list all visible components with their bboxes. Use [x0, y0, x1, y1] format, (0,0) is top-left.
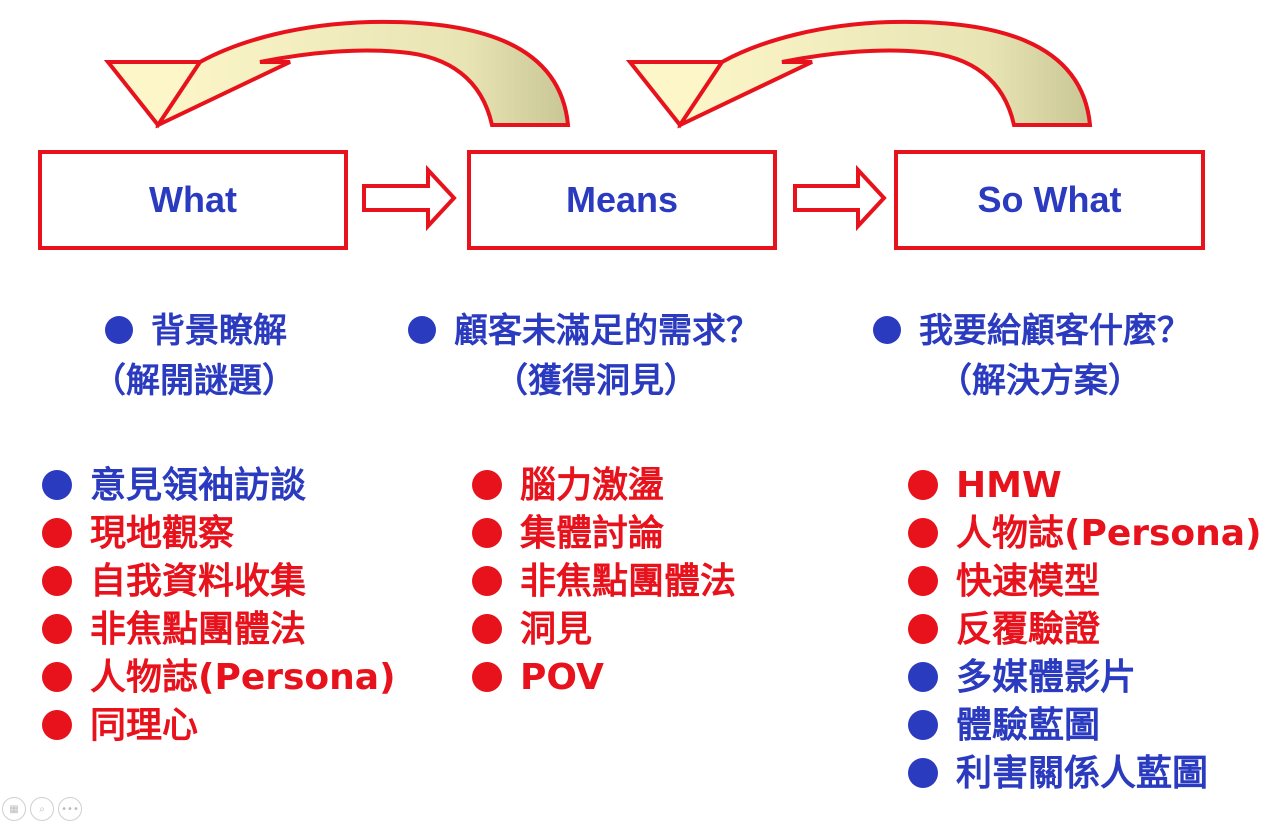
bullet-dot [472, 614, 502, 644]
layout-icon[interactable]: ▦ [2, 797, 26, 821]
block-arrow-2 [793, 164, 887, 232]
bullet-dot [908, 614, 938, 644]
list-item-text: 腦力激盪 [520, 465, 665, 506]
bullet-dot [472, 470, 502, 500]
bullet-dot [908, 566, 938, 596]
list-what: 意見領袖訪談 現地觀察 自我資料收集 非焦點團體法 人物誌(Persona) 同… [42, 462, 396, 750]
heading-means-title: 顧客未滿足的需求？ [454, 311, 760, 351]
bullet-dot [42, 518, 72, 548]
bullet-dot [908, 518, 938, 548]
box-means: Means [467, 150, 777, 250]
list-item-text: 非焦點團體法 [90, 609, 307, 650]
heading-means: 顧客未滿足的需求？ [408, 306, 760, 356]
bullet-dot [908, 710, 938, 740]
list-item-text: 反覆驗證 [956, 609, 1101, 650]
list-item-text: 自我資料收集 [90, 561, 307, 602]
list-item-text: 人物誌(Persona) [90, 657, 396, 698]
list-item-text: 非焦點團體法 [520, 561, 737, 602]
list-item-text: 洞見 [520, 609, 593, 650]
list-item: 腦力激盪 [472, 462, 736, 510]
box-so-what: So What [894, 150, 1205, 250]
list-item-text: 快速模型 [956, 561, 1101, 602]
list-item-text: HMW [956, 465, 1062, 506]
list-item: 體驗藍圖 [908, 702, 1262, 750]
list-item: 同理心 [42, 702, 396, 750]
heading-what-sub: （解開謎題） [92, 361, 296, 401]
block-arrow-1 [362, 164, 457, 232]
curved-arrow-sowhat-to-means [625, 19, 1093, 129]
heading-means-sub: （獲得洞見） [494, 361, 698, 401]
heading-what: 背景瞭解 [105, 306, 287, 356]
list-item: POV [472, 654, 736, 702]
bullet-dot [42, 662, 72, 692]
heading-what-title: 背景瞭解 [151, 311, 287, 351]
bullet-dot [42, 710, 72, 740]
list-item: 人物誌(Persona) [908, 510, 1262, 558]
box-means-label: Means [565, 179, 679, 220]
heading-so-what-title: 我要給顧客什麼？ [919, 311, 1191, 351]
list-item: 快速模型 [908, 558, 1262, 606]
bullet-dot [408, 316, 436, 344]
box-what-label: What [149, 179, 237, 220]
list-item: 非焦點團體法 [472, 558, 736, 606]
list-item: 人物誌(Persona) [42, 654, 396, 702]
list-item: 多媒體影片 [908, 654, 1262, 702]
curved-arrow-means-to-what [103, 19, 571, 129]
list-item: 非焦點團體法 [42, 606, 396, 654]
bullet-dot [42, 614, 72, 644]
list-item-text: 體驗藍圖 [956, 705, 1101, 746]
bullet-dot [873, 316, 901, 344]
list-item: 利害關係人藍圖 [908, 750, 1262, 798]
heading-so-what: 我要給顧客什麼？ [873, 306, 1191, 356]
more-icon[interactable]: ••• [58, 797, 82, 821]
list-item-text: 人物誌(Persona) [956, 513, 1262, 554]
list-item: 反覆驗證 [908, 606, 1262, 654]
bullet-dot [105, 316, 133, 344]
zoom-icon[interactable]: ⌕ [30, 797, 54, 821]
list-item-text: 意見領袖訪談 [90, 465, 307, 506]
bullet-dot [42, 470, 72, 500]
list-item-text: 同理心 [90, 705, 199, 746]
bullet-dot [472, 518, 502, 548]
bullet-dot [42, 566, 72, 596]
list-item: HMW [908, 462, 1262, 510]
viewer-controls: ▦ ⌕ ••• [2, 797, 82, 821]
bullet-dot [472, 662, 502, 692]
list-means: 腦力激盪 集體討論 非焦點團體法 洞見 POV [472, 462, 736, 702]
list-so-what: HMW 人物誌(Persona) 快速模型 反覆驗證 多媒體影片 體驗藍圖 利害… [908, 462, 1262, 798]
list-item: 意見領袖訪談 [42, 462, 396, 510]
list-item: 集體討論 [472, 510, 736, 558]
bullet-dot [908, 662, 938, 692]
list-item: 自我資料收集 [42, 558, 396, 606]
list-item: 現地觀察 [42, 510, 396, 558]
list-item-text: POV [520, 657, 604, 698]
list-item-text: 利害關係人藍圖 [956, 753, 1209, 794]
box-what: What [38, 150, 348, 250]
bullet-dot [908, 470, 938, 500]
list-item-text: 現地觀察 [90, 513, 235, 554]
heading-so-what-sub: （解決方案） [938, 361, 1142, 401]
list-item-text: 多媒體影片 [956, 657, 1137, 698]
box-so-what-label: So What [977, 179, 1122, 220]
list-item: 洞見 [472, 606, 736, 654]
bullet-dot [472, 566, 502, 596]
list-item-text: 集體討論 [520, 513, 665, 554]
bullet-dot [908, 758, 938, 788]
